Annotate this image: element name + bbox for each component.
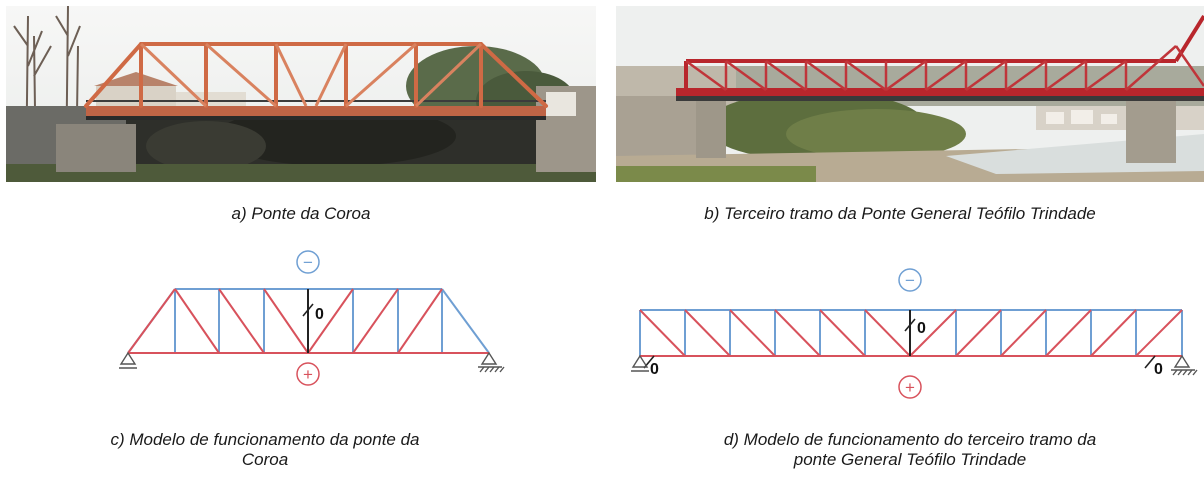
svg-text:+: + xyxy=(905,378,915,397)
roller-support-right xyxy=(478,351,505,373)
tension-members xyxy=(127,288,489,354)
photo-terceiro-tramo xyxy=(616,6,1204,182)
pin-support-left xyxy=(119,351,137,369)
photo-ponte-da-coroa xyxy=(6,6,596,182)
pin-support-left xyxy=(631,354,649,372)
zero-force-label-center: 0 xyxy=(917,320,926,337)
caption-d: d) Modelo de funcionamento do terceiro t… xyxy=(723,430,1097,469)
caption-a: a) Ponte da Coroa xyxy=(231,204,371,223)
zero-force-label-left: 0 xyxy=(650,361,659,378)
svg-text:+: + xyxy=(303,365,313,384)
svg-text:−: − xyxy=(905,271,915,290)
compression-symbol xyxy=(898,268,922,292)
truss-model-terceiro-tramo: 0 0 0 − + xyxy=(624,260,1204,406)
truss-model-coroa: 0 − + xyxy=(110,246,520,390)
svg-text:−: − xyxy=(303,253,313,272)
zero-force-label-right: 0 xyxy=(1154,361,1163,378)
zero-force-label: 0 xyxy=(315,306,324,323)
tension-symbol xyxy=(898,375,922,399)
tension-symbol xyxy=(296,362,320,386)
caption-b: b) Terceiro tramo da Ponte General Teófi… xyxy=(704,204,1096,223)
caption-c: c) Modelo de funcionamento da ponte da C… xyxy=(110,430,420,469)
compression-symbol xyxy=(296,250,320,274)
roller-support-right xyxy=(1171,354,1198,376)
